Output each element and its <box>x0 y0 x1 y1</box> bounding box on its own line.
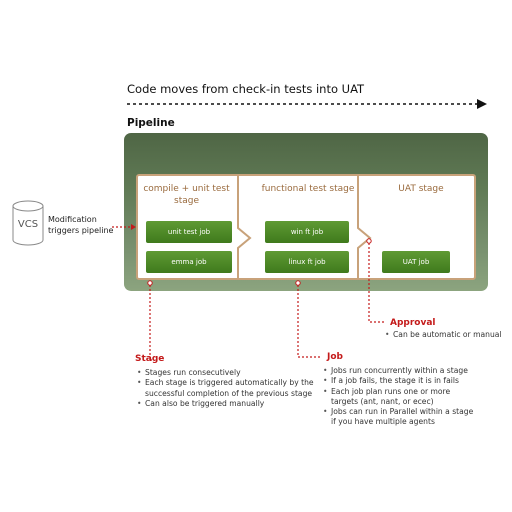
stage-functional-test: functional test stage <box>259 176 357 278</box>
note-item: Stages run consecutively <box>137 368 314 379</box>
vcs-label: VCS <box>17 219 39 230</box>
stage-compile-unit: compile + unit test stage <box>138 176 235 278</box>
stage-title: compile + unit test stage <box>143 184 230 206</box>
job-win-ft[interactable]: win ft job <box>265 221 349 243</box>
vcs-note-line: triggers pipeline <box>48 226 114 235</box>
job-emma[interactable]: emma job <box>146 251 232 273</box>
note-item: Jobs run concurrently within a stage <box>323 366 473 377</box>
stage-separator-arrow <box>357 176 372 278</box>
stage-uat: UAT stage <box>368 176 474 278</box>
header-title: Code moves from check-in tests into UAT <box>127 82 365 96</box>
note-item: Can be automatic or manual <box>385 330 502 341</box>
job-unit-test[interactable]: unit test job <box>146 221 232 243</box>
note-item: Each stage is triggered automatically by… <box>137 378 314 389</box>
stage-notes: Stages run consecutively Each stage is t… <box>137 368 314 409</box>
flow-arrow <box>127 99 487 109</box>
stage-title: functional test stage <box>261 184 355 194</box>
approval-notes: Can be automatic or manual <box>385 330 502 341</box>
note-item: Jobs can run in Parallel within a stage <box>323 407 473 418</box>
note-item: If a job fails, the stage it is in fails <box>323 376 473 387</box>
job-notes: Jobs run concurrently within a stage If … <box>323 366 473 428</box>
approval-title: Approval <box>390 318 436 328</box>
vcs-database-icon <box>12 200 44 246</box>
job-uat[interactable]: UAT job <box>382 251 450 273</box>
note-item-continued: successful completion of the previous st… <box>145 388 313 398</box>
vcs-note-line: Modification <box>48 215 97 224</box>
job-note-title: Job <box>327 352 343 362</box>
stage-title: UAT stage <box>398 184 444 194</box>
pipeline-label: Pipeline <box>127 117 175 129</box>
note-item-continued: if you have multiple agents <box>331 417 435 427</box>
note-item: Each job plan runs one or more <box>323 387 473 398</box>
stage-separator-arrow <box>237 176 252 278</box>
stage-note-title: Stage <box>135 354 165 364</box>
note-item-continued: targets (ant, nant, or ecec) <box>331 396 434 406</box>
vcs-trigger-note: Modification triggers pipeline <box>48 214 113 236</box>
job-linux-ft[interactable]: linux ft job <box>265 251 349 273</box>
stages-panel: compile + unit test stage functional tes… <box>136 174 476 280</box>
note-item: Can also be triggered manually <box>137 399 314 410</box>
